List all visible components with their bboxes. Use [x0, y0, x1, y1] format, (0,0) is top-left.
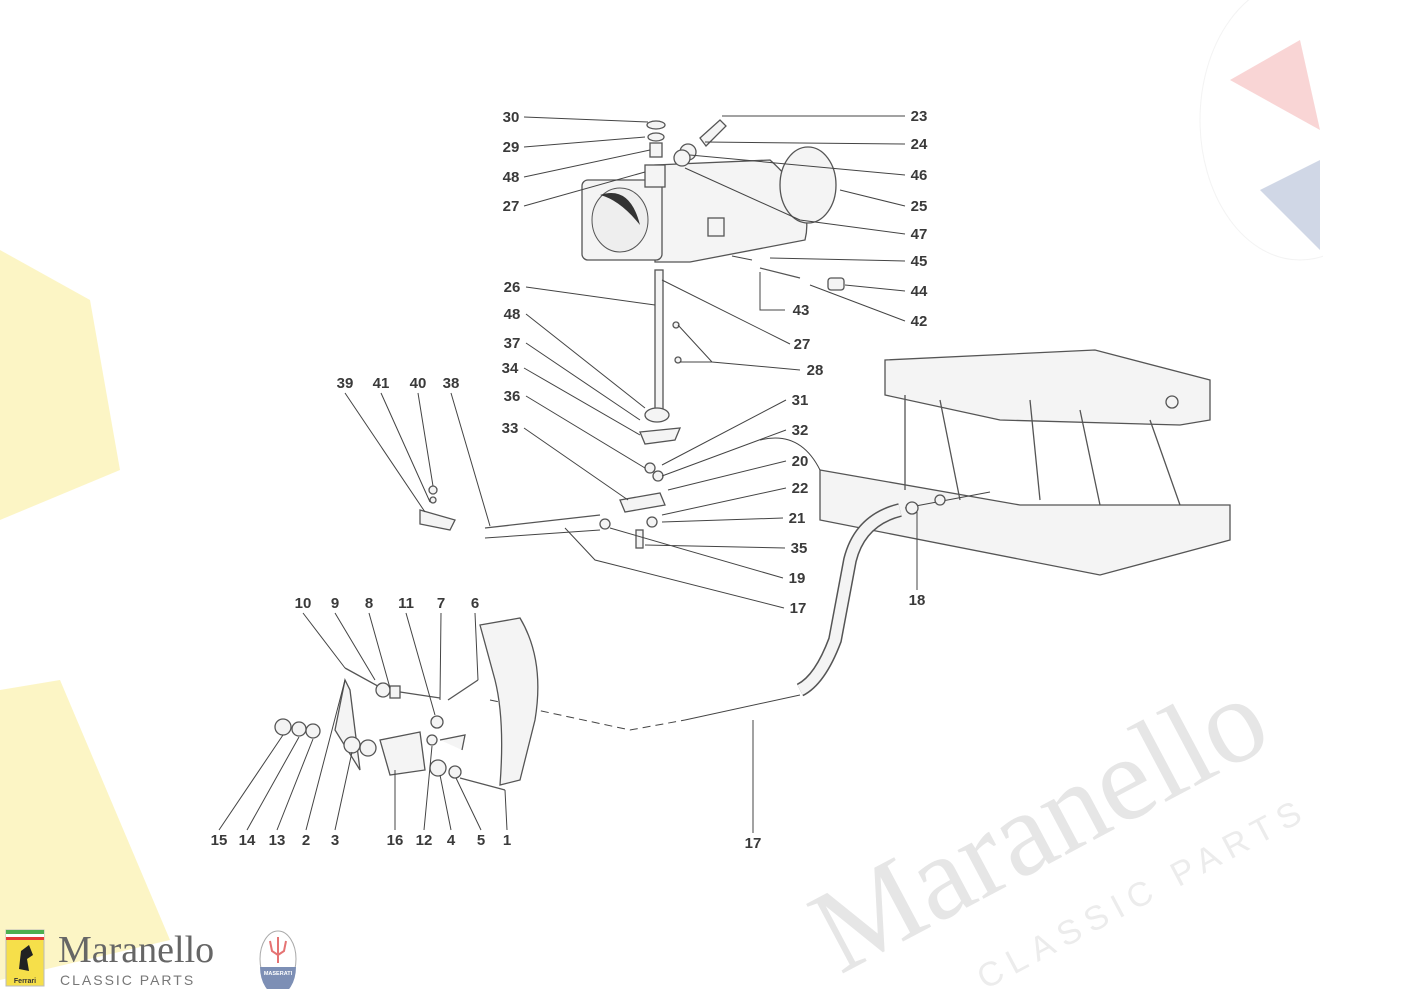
- small-parts: [419, 119, 845, 549]
- callout-15: 15: [211, 832, 228, 849]
- callout-labels: 30 29 48 27 23 24 46 25 47 45 44 42 43 2…: [211, 108, 928, 852]
- callout-11: 11: [398, 595, 414, 612]
- ferrari-badge-icon: Ferrari: [5, 929, 45, 987]
- callout-31: 31: [792, 392, 809, 409]
- callout-26: 26: [504, 279, 521, 296]
- callout-6: 6: [471, 595, 479, 612]
- callout-16: 16: [387, 832, 404, 849]
- callout-9: 9: [331, 595, 339, 612]
- callout-28: 28: [807, 362, 824, 379]
- callout-42: 42: [911, 313, 928, 330]
- callout-13: 13: [269, 832, 286, 849]
- callout-32: 32: [792, 422, 809, 439]
- callout-14: 14: [239, 832, 256, 849]
- callout-48b: 48: [504, 306, 521, 323]
- intake-manifold: [759, 349, 1231, 576]
- callout-41: 41: [373, 375, 390, 392]
- brand-subtitle: CLASSIC PARTS: [60, 972, 196, 988]
- callout-47: 47: [911, 226, 928, 243]
- callout-34: 34: [502, 360, 519, 377]
- callout-20: 20: [792, 453, 809, 470]
- callout-12: 12: [416, 832, 433, 849]
- brand-name: Maranello: [58, 929, 215, 971]
- accelerator-pedal-assembly: [274, 617, 539, 791]
- callout-2: 2: [302, 832, 310, 849]
- callout-4: 4: [447, 832, 456, 849]
- callout-18: 18: [909, 592, 926, 609]
- callout-40: 40: [410, 375, 427, 392]
- callout-46: 46: [911, 167, 928, 184]
- accelerator-cable: [489, 491, 991, 731]
- callout-27: 27: [503, 198, 520, 215]
- ferrari-badge-text: Ferrari: [14, 978, 36, 985]
- watermark: Maranello CLASSIC PARTS: [790, 649, 1315, 992]
- callout-25: 25: [911, 198, 928, 215]
- brand-logo: Ferrari Maranello CLASSIC PARTS MASERATI: [0, 926, 330, 992]
- callout-1: 1: [503, 832, 511, 849]
- maserati-badge-text: MASERATI: [264, 971, 293, 977]
- callout-29: 29: [503, 139, 520, 156]
- callout-27b: 27: [794, 336, 811, 353]
- callout-7: 7: [437, 595, 445, 612]
- callout-17b: 17: [745, 835, 762, 852]
- callout-8: 8: [365, 595, 373, 612]
- callout-33: 33: [502, 420, 519, 437]
- callout-22: 22: [792, 480, 809, 497]
- callout-23: 23: [911, 108, 928, 125]
- callout-10: 10: [295, 595, 312, 612]
- callout-36: 36: [504, 388, 521, 405]
- callout-38: 38: [443, 375, 460, 392]
- callout-44: 44: [911, 283, 928, 300]
- callout-37: 37: [504, 335, 521, 352]
- ferrari-badge-watermark: [0, 250, 170, 980]
- callout-48: 48: [503, 169, 520, 186]
- throttle-body: [581, 146, 837, 263]
- callout-24: 24: [911, 136, 928, 153]
- maserati-badge-icon: MASERATI: [259, 930, 297, 989]
- callout-35: 35: [791, 540, 808, 557]
- callout-21: 21: [789, 510, 806, 527]
- callout-3: 3: [331, 832, 339, 849]
- callout-17: 17: [790, 600, 807, 617]
- callout-39: 39: [337, 375, 354, 392]
- callout-43: 43: [793, 302, 810, 319]
- callout-45: 45: [911, 253, 928, 270]
- callout-5: 5: [477, 832, 485, 849]
- callout-19: 19: [789, 570, 806, 587]
- leader-lines: [218, 115, 918, 833]
- callout-30: 30: [503, 109, 520, 126]
